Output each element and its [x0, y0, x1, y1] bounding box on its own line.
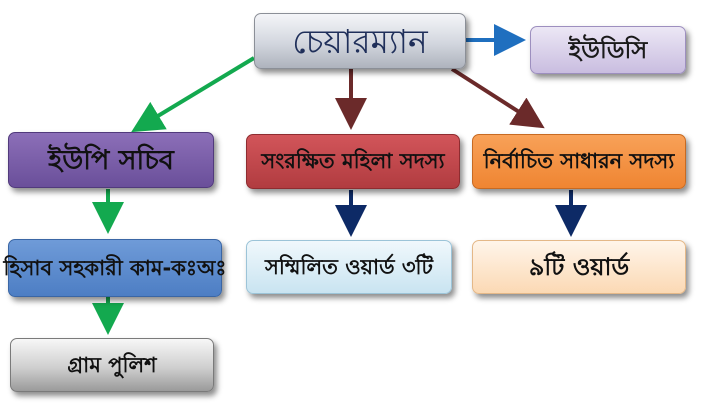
- arrow-chairman-to-up-secretary: [131, 56, 256, 133]
- up-secretary-label: ইউপি সচিব: [48, 144, 174, 176]
- up-secretary-node: ইউপি সচিব: [8, 132, 214, 188]
- udc-label: ইউডিসি: [568, 36, 648, 64]
- elected-general-member-label: নির্বাচিত সাধারন সদস্য: [483, 149, 675, 173]
- udc-node: ইউডিসি: [530, 26, 686, 74]
- nine-wards-node: ৯টি ওয়ার্ড: [472, 240, 686, 294]
- reserved-women-member-label: সংরক্ষিত মহিলা সদস্য: [261, 149, 445, 173]
- combined-wards-node: সম্মিলিত ওয়ার্ড ৩টি: [246, 240, 452, 294]
- nine-wards-label: ৯টি ওয়ার্ড: [528, 253, 630, 281]
- accounts-assistant-node: হিসাব সহকারী কাম-কঃঅঃ: [4, 239, 227, 297]
- chairman-label: চেয়ারম্যান: [292, 21, 428, 61]
- chairman-node: চেয়ারম্যান: [254, 13, 466, 69]
- arrow-chairman-to-elected-general-member: [450, 67, 545, 129]
- accounts-assistant-label: হিসাব সহকারী কাম-কঃঅঃ: [3, 255, 227, 280]
- combined-wards-label: সম্মিলিত ওয়ার্ড ৩টি: [265, 254, 433, 279]
- village-police-label: গ্রাম পুলিশ: [67, 352, 157, 377]
- reserved-women-member-node: সংরক্ষিত মহিলা সদস্য: [246, 134, 460, 189]
- elected-general-member-node: নির্বাচিত সাধারন সদস্য: [472, 134, 686, 189]
- village-police-node: গ্রাম পুলিশ: [10, 338, 214, 392]
